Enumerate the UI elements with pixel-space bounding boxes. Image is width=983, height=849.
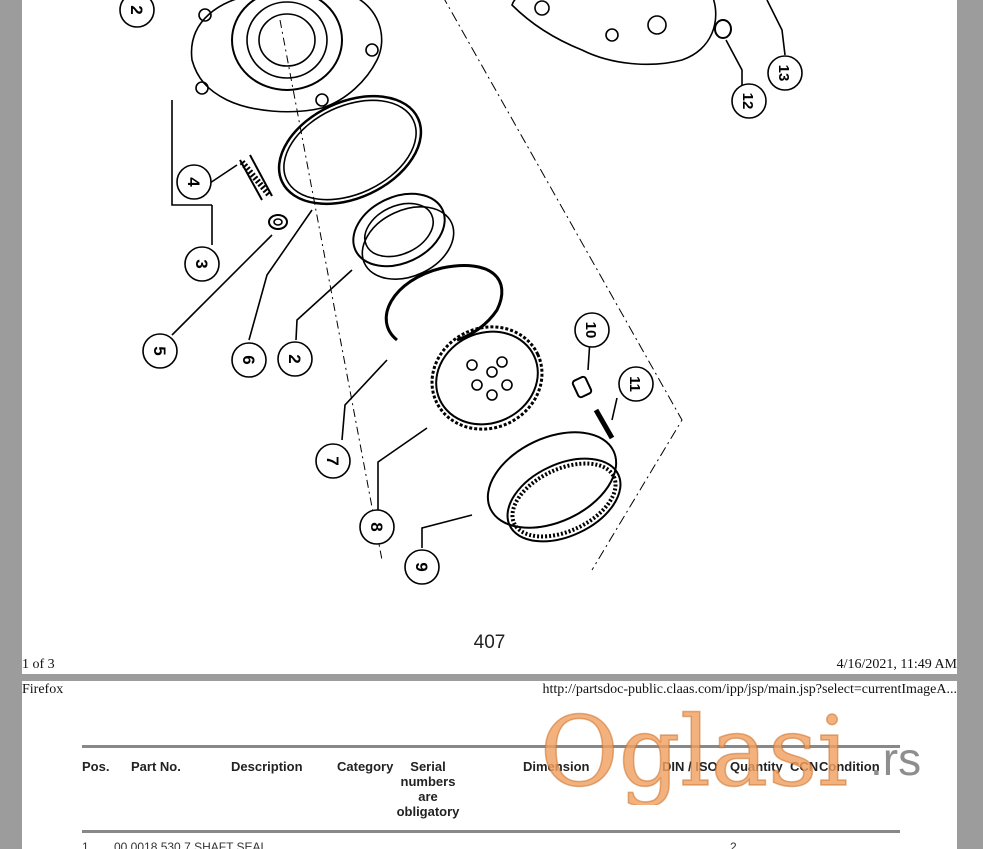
svg-text:10: 10 [582,322,599,339]
callout-5: 5 [142,333,178,369]
print-browser-name: Firefox [22,682,64,697]
svg-text:3: 3 [192,259,211,268]
col-header-pos: Pos. [82,759,110,774]
callout-2: 2 [277,341,313,377]
callout-10: 10 [574,312,610,348]
row-pos: 1 [82,840,89,849]
svg-text:2: 2 [285,354,304,363]
callout-3: 3 [184,246,220,282]
svg-text:7: 7 [323,456,342,465]
row-part-text: 00 0018 530 7 SHAFT SEAL [114,840,268,849]
print-page-count: 1 of 3 [22,657,55,672]
callout-6: 6 [231,342,267,378]
svg-text:4: 4 [184,177,203,187]
serial-line-4: obligatory [396,804,460,819]
serial-line-2: numbers [400,774,456,789]
col-header-category: Category [337,759,394,774]
svg-text:5: 5 [150,346,169,355]
print-url: http://partsdoc-public.claas.com/ipp/jsp… [542,682,957,697]
callout-7: 7 [315,443,351,479]
col-header-dimension: Dimension [523,759,590,774]
svg-text:13: 13 [775,65,792,82]
callout-2-top: 2 [119,0,155,28]
svg-text:11: 11 [626,376,643,392]
oglasi-watermark-logo: Oglasi .rs [540,695,921,805]
col-header-part-no: Part No. [131,759,181,774]
callout-9: 9 [404,549,440,585]
callout-11: 11 [618,366,654,402]
callout-13: 13 [767,55,803,91]
print-timestamp: 4/16/2021, 11:49 AM [836,657,957,672]
document-page: 2 4 3 5 6 2 7 8 9 10 11 12 13 407 1 of 3… [22,0,957,849]
callout-4: 4 [176,164,212,200]
table-header-rule [82,830,900,833]
callout-8: 8 [359,509,395,545]
col-header-din-iso: DIN / ISO [662,759,718,774]
col-header-ccn: CCN [790,759,819,774]
serial-line-3: are [418,789,438,804]
col-header-condition: Condition [819,759,880,774]
watermark-brand: Oglasi [540,696,848,805]
exploded-parts-diagram: 2 4 3 5 6 2 7 8 9 10 11 12 13 [119,0,803,585]
callout-12: 12 [731,83,767,119]
table-top-rule [82,745,900,748]
serial-line-1: Serial [410,759,446,774]
svg-text:2: 2 [127,5,146,14]
svg-text:8: 8 [367,522,386,531]
svg-text:9: 9 [412,562,431,571]
col-header-quantity: Quantity [730,759,783,774]
row-qty: 2 [730,840,737,849]
col-header-serial: Serial numbers are obligatory [393,759,463,819]
page-label: 407 [473,632,506,653]
watermark-tld: .rs [870,733,921,785]
svg-text:12: 12 [739,93,756,110]
page-separator [22,674,957,681]
col-header-description: Description [231,759,303,774]
svg-text:6: 6 [239,355,258,364]
